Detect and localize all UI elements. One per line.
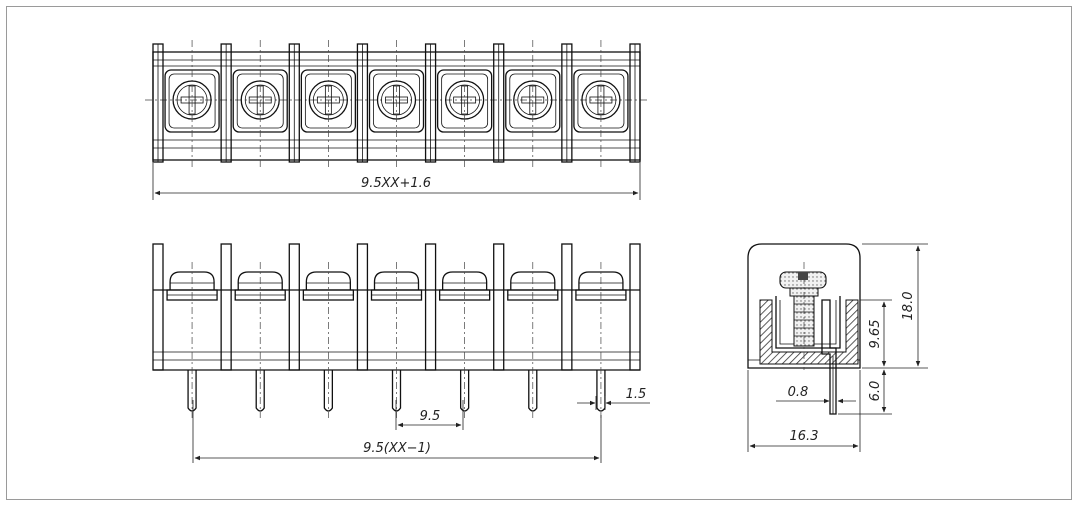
front-screw-and-pin	[575, 262, 627, 418]
front-barrier	[629, 243, 641, 371]
front-barrier	[493, 243, 505, 371]
front-screw-and-pin	[234, 262, 286, 418]
top-screw-terminal	[164, 40, 220, 168]
top-screw-terminal	[368, 40, 425, 168]
top-barrier	[220, 43, 232, 163]
height-label: 18.0	[901, 292, 916, 321]
pitch-label: 9.5	[420, 409, 441, 424]
top-barrier	[561, 43, 573, 163]
pin-width-dimension: 1.5	[577, 387, 650, 410]
top-barrier	[493, 43, 505, 163]
front-barrier	[356, 243, 369, 371]
body-height-label: 9.65	[868, 320, 883, 349]
top-screw-terminal	[436, 40, 493, 168]
top-screw-terminal	[232, 40, 288, 168]
pin-length-label: 6.0	[868, 381, 883, 402]
pin-span-dimension: 9.5(XX−1)	[192, 400, 602, 463]
pin-thickness-label: 0.8	[788, 385, 809, 400]
pin-span-label: 9.5(XX−1)	[363, 441, 431, 456]
drawing-frame	[6, 6, 1072, 500]
overall-length-dimension: 9.5XX+1.6	[152, 163, 641, 200]
top-barrier	[356, 43, 369, 163]
top-barrier	[152, 43, 164, 163]
front-barrier	[288, 243, 300, 371]
top-screw-terminal	[505, 40, 561, 168]
front-screw-and-pin	[438, 262, 491, 418]
front-screw-and-pin	[507, 262, 559, 418]
top-view	[145, 40, 648, 168]
front-screw-and-pin	[166, 262, 218, 418]
overall-length-label: 9.5XX+1.6	[361, 176, 431, 191]
front-view	[152, 243, 641, 418]
front-barrier	[152, 243, 164, 371]
side-view: 18.0 9.65 6.0 0.8 16.3	[747, 243, 928, 452]
front-screw-and-pin	[370, 262, 423, 418]
top-barrier	[424, 43, 437, 163]
depth-label: 16.3	[790, 429, 819, 444]
top-barrier	[629, 43, 641, 163]
front-barrier	[424, 243, 437, 371]
pin-width-label: 1.5	[626, 387, 647, 402]
pitch-dimension: 9.5	[395, 400, 464, 430]
front-barrier	[220, 243, 232, 371]
top-screw-terminal	[573, 40, 629, 168]
front-screw-and-pin	[302, 262, 355, 418]
top-screw-terminal	[300, 40, 357, 168]
front-barrier	[561, 243, 573, 371]
top-barrier	[288, 43, 300, 163]
